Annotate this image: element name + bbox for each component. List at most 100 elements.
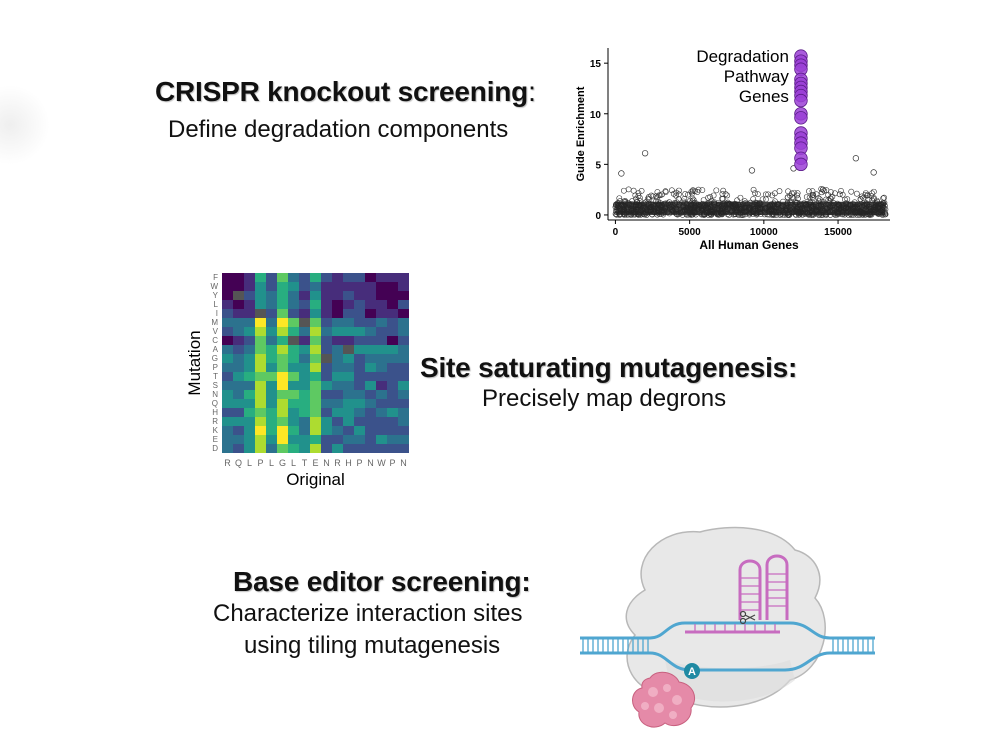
heatmap-cell [222, 354, 233, 363]
heatmap-cell [332, 345, 343, 354]
heatmap-cell [222, 399, 233, 408]
heatmap-cell [376, 336, 387, 345]
background-swoosh [0, 69, 66, 181]
heatmap-cell [310, 336, 321, 345]
heatmap-cell [255, 372, 266, 381]
heatmap-cell [299, 426, 310, 435]
outlier-point [870, 169, 877, 176]
heatmap-cell [288, 399, 299, 408]
row-label: N [212, 390, 218, 399]
heatmap-cell [398, 435, 409, 444]
heatmap-cell [288, 408, 299, 417]
gene-point [668, 187, 675, 194]
heatmap-cell [398, 273, 409, 282]
heatmap-cell [266, 300, 277, 309]
heatmap-cell [222, 390, 233, 399]
heatmap-cell [354, 354, 365, 363]
x-tick-label: 0 [613, 227, 619, 238]
heatmap-cell [321, 363, 332, 372]
heatmap-cell [233, 300, 244, 309]
heatmap-cell [299, 435, 310, 444]
pathway-gene-point [794, 93, 808, 108]
gene-point [827, 189, 834, 195]
heatmap-cell [332, 354, 343, 363]
column-label: E [312, 458, 318, 468]
heatmap-cell [321, 426, 332, 435]
heatmap-cell [266, 291, 277, 300]
heatmap-cell [299, 372, 310, 381]
heatmap-cell [310, 318, 321, 327]
gene-point [762, 191, 769, 198]
heatmap-cell [266, 381, 277, 390]
row-label: H [212, 408, 218, 417]
heatmap-cell [310, 309, 321, 318]
gene-point [645, 195, 651, 202]
heatmap-cell [376, 363, 387, 372]
heatmap-cell [387, 399, 398, 408]
column-label: R [224, 458, 231, 468]
heatmap-cell [255, 363, 266, 372]
heatmap-cell [310, 417, 321, 426]
heatmap-cell [365, 363, 376, 372]
heatmap-cell [376, 408, 387, 417]
heatmap-cell [222, 291, 233, 300]
heatmap-cell [244, 291, 255, 300]
heatmap-cell [387, 426, 398, 435]
heatmap-cell [277, 336, 288, 345]
heatmap-cell [376, 417, 387, 426]
heatmap-cell [244, 381, 255, 390]
heatmap-cell [288, 390, 299, 399]
heatmap-cell [387, 390, 398, 399]
heatmap-cell [387, 444, 398, 453]
gene-point [636, 194, 643, 201]
gene-point [695, 186, 702, 193]
heatmap-cell [398, 345, 409, 354]
heatmap-cell [299, 390, 310, 399]
gene-point [713, 187, 720, 194]
heatmap-cell [332, 273, 343, 282]
heatmap-cell [321, 336, 332, 345]
heatmap-cell [321, 381, 332, 390]
row-label: T [213, 372, 218, 381]
heatmap-cell [288, 300, 299, 309]
heatmap-cell [332, 435, 343, 444]
heatmap-cell [244, 372, 255, 381]
heatmap-cell [255, 273, 266, 282]
gene-point [638, 187, 645, 194]
heatmap-cell [365, 444, 376, 453]
gene-point [810, 191, 817, 198]
heatmap-cell [222, 372, 233, 381]
gene-point [806, 188, 812, 195]
annotation-line: Genes [739, 87, 789, 106]
heatmap-cell [365, 345, 376, 354]
row-label: G [212, 354, 218, 363]
heatmap-cell [376, 399, 387, 408]
heatmap-cell [321, 345, 332, 354]
heatmap-cell [376, 354, 387, 363]
annotation-line: Degradation [696, 47, 789, 66]
annotation-line: Pathway [724, 67, 790, 86]
heatmap-cell [365, 372, 376, 381]
heatmap-cell [222, 309, 233, 318]
heatmap-cell [277, 318, 288, 327]
heatmap-cell [255, 408, 266, 417]
mutagenesis-title: Site saturating mutagenesis: [420, 352, 798, 383]
y-axis-label: Guide Enrichment [575, 86, 587, 181]
heatmap-cell [354, 363, 365, 372]
heatmap-cell [299, 444, 310, 453]
heatmap-cell [310, 327, 321, 336]
baseline-density [615, 201, 886, 215]
heatmap-cell [365, 381, 376, 390]
heatmap-cell [398, 300, 409, 309]
heatmap-cell [266, 354, 277, 363]
heatmap-cell [332, 327, 343, 336]
heatmap-cell [222, 327, 233, 336]
heatmap-cell [266, 363, 277, 372]
heatmap-cell [387, 408, 398, 417]
heatmap-cell [343, 381, 354, 390]
gene-point [689, 188, 696, 195]
gene-point [649, 193, 656, 200]
heatmap-cell [222, 318, 233, 327]
heatmap-cell [354, 336, 365, 345]
